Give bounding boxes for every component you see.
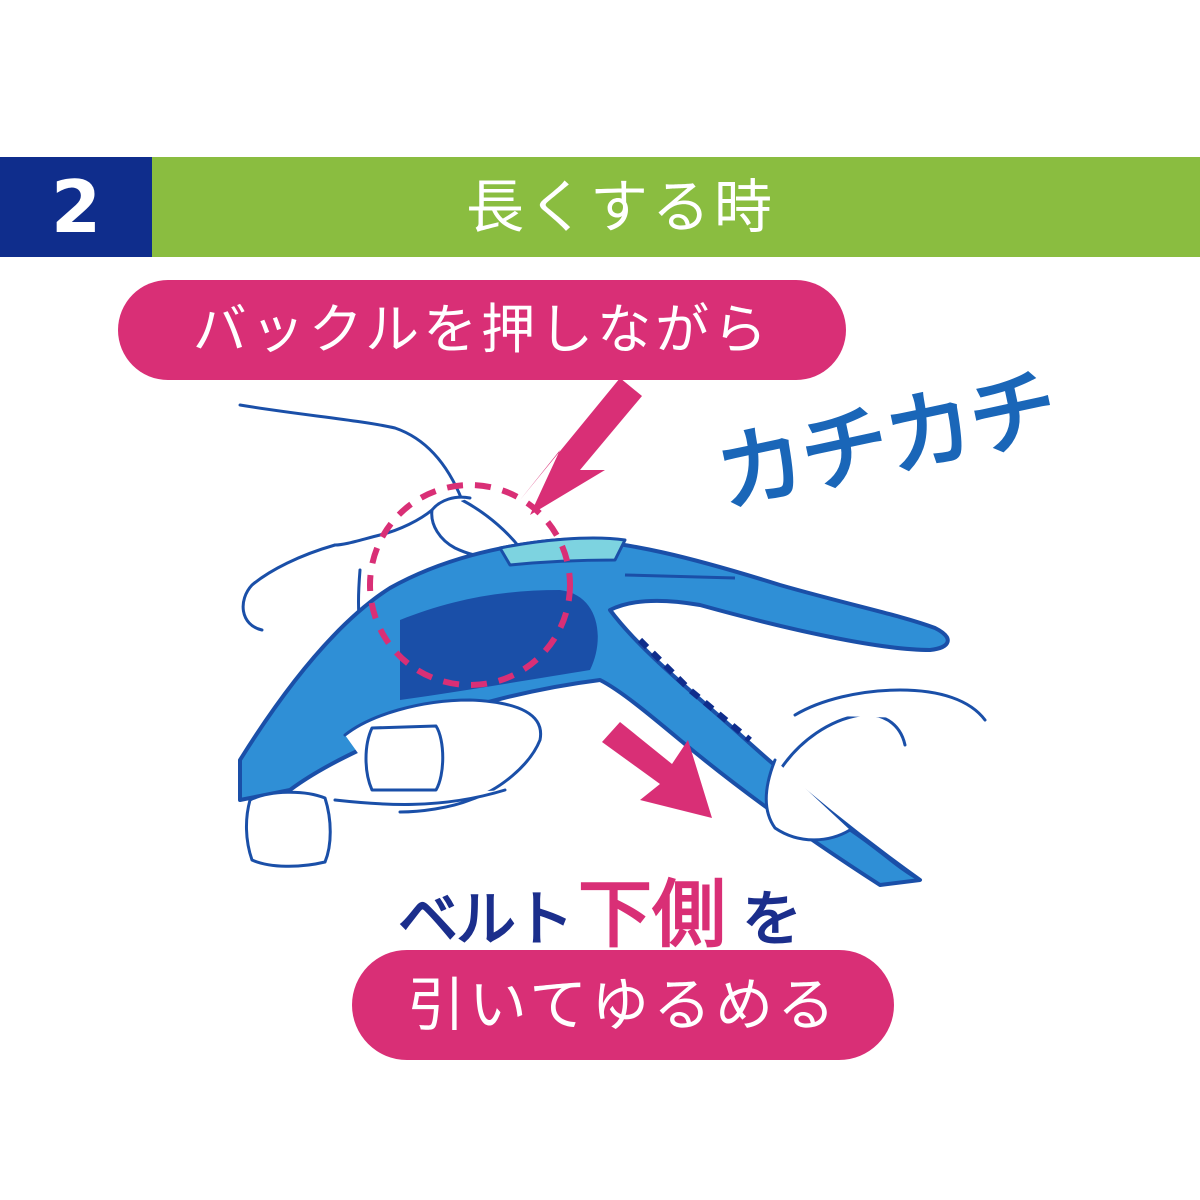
caption-part-particle: を bbox=[742, 885, 802, 955]
caption-part-belt: ベルト bbox=[398, 885, 574, 955]
instruction-pill-press-buckle: バックルを押しながら bbox=[118, 280, 846, 380]
pull-arrow bbox=[602, 722, 712, 818]
lower-hand-outline bbox=[245, 688, 987, 882]
step-title-bar: 長くする時 bbox=[152, 157, 1200, 257]
step-title: 長くする時 bbox=[465, 173, 776, 241]
caption-part-lower-side: 下側 bbox=[578, 872, 726, 958]
step-header: 2 長くする時 bbox=[0, 157, 1200, 257]
instruction-pill-pull-loosen: 引いてゆるめる bbox=[352, 950, 894, 1060]
step-number-badge: 2 bbox=[0, 157, 152, 257]
press-arrow bbox=[520, 378, 642, 515]
buckle-highlight-circle bbox=[367, 482, 573, 688]
caption-belt-bottom: ベルト下側を bbox=[0, 870, 1200, 960]
